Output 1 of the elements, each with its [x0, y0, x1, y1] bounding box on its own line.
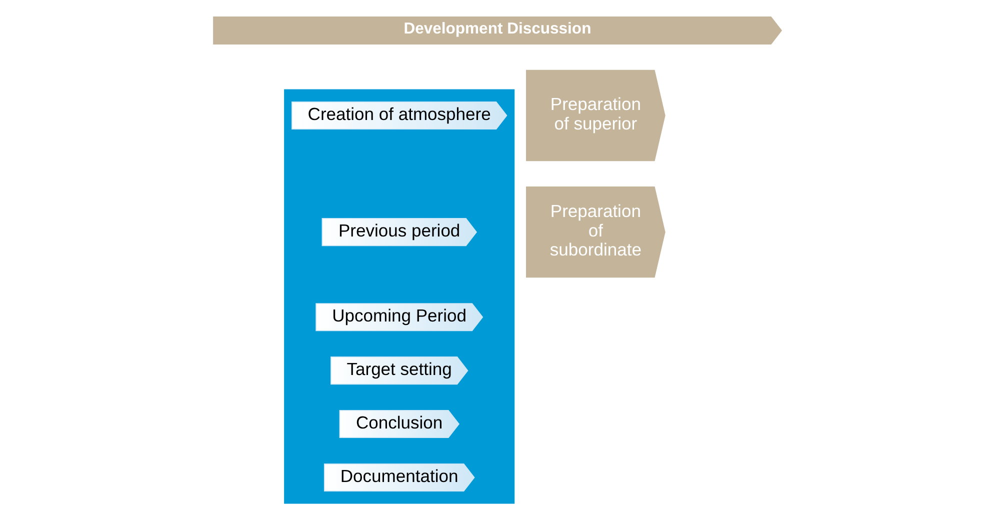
cluster	[284, 89, 515, 504]
